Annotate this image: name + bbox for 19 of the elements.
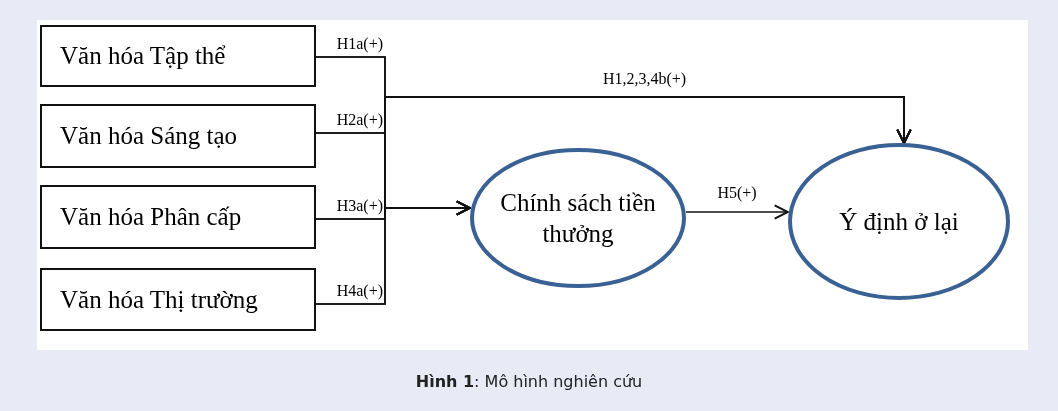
connector-arrow — [685, 204, 789, 220]
edge-label: H1a(+) — [336, 36, 383, 52]
edge-label: H5(+) — [717, 185, 757, 201]
node-text: Văn hóa Sáng tạo — [60, 122, 238, 150]
figure-caption: Hình 1: Mô hình nghiên cứu — [415, 372, 643, 391]
process-box — [40, 25, 316, 87]
edge-label: H4a(+) — [336, 283, 383, 299]
node-text: Văn hóa Thị trường — [60, 285, 258, 314]
connector-arrow — [315, 96, 912, 305]
edge-label: H2a(+) — [336, 112, 383, 128]
edge-label: H3a(+) — [336, 198, 383, 214]
node-text: Chính sách tiền thưởng — [499, 187, 657, 249]
node-text: Ý định ở lại — [839, 206, 959, 237]
process-box — [40, 104, 316, 168]
node-text: Văn hóa Phân cấp — [60, 203, 242, 231]
process-box — [40, 185, 316, 249]
edge-label: H1,2,3,4b(+) — [602, 71, 687, 87]
process-box — [40, 268, 316, 331]
node-text: Văn hóa Tập thể — [60, 42, 226, 70]
